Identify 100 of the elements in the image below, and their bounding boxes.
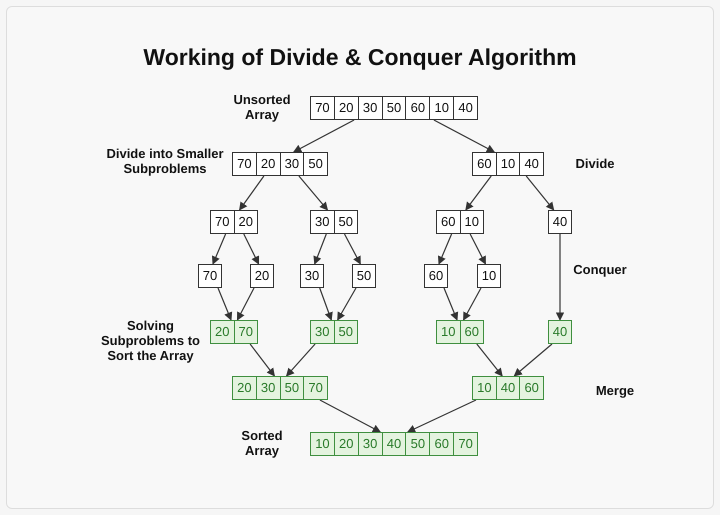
array-value: 70 (453, 433, 478, 455)
array-value: 50 (382, 97, 406, 119)
arrow (438, 234, 452, 265)
array-value: 30 (280, 153, 304, 175)
array-value: 60 (440, 213, 456, 232)
arrow (406, 399, 476, 433)
array-box (472, 152, 544, 176)
array-value: 70 (236, 155, 253, 174)
array-value: 30 (256, 377, 280, 399)
array-value: 20 (254, 267, 270, 286)
step-label: Divide into Smaller Subproblems (105, 146, 225, 176)
arrow (313, 234, 327, 265)
array-value: 10 (476, 379, 493, 398)
array-value: 10 (460, 211, 483, 233)
array-box (310, 96, 478, 120)
arrow (462, 288, 482, 321)
array-value: 40 (519, 153, 544, 175)
arrow (470, 234, 486, 265)
array-value: 30 (314, 323, 330, 342)
array-value: 30 (358, 433, 382, 455)
arrow (344, 234, 361, 265)
array-value: 50 (356, 267, 372, 286)
array-value: 50 (405, 433, 430, 455)
array-value: 60 (476, 155, 493, 174)
arrow (292, 119, 354, 153)
arrow (286, 344, 316, 377)
array-box (548, 210, 572, 234)
arrow (217, 288, 232, 321)
arrow (526, 176, 554, 211)
step-label: Conquer (572, 262, 628, 277)
array-box (210, 210, 258, 234)
array-box (424, 264, 448, 288)
step-label: Solving Subproblems to Sort the Array (100, 318, 201, 363)
array-box (436, 210, 484, 234)
array-value: 40 (496, 377, 520, 399)
array-value: 50 (334, 211, 357, 233)
arrow (434, 119, 496, 153)
array-box (310, 432, 478, 456)
array-box (472, 376, 544, 400)
array-value: 30 (314, 213, 330, 232)
step-label: Divide (574, 156, 616, 171)
array-value: 10 (440, 323, 456, 342)
array-value: 70 (314, 99, 331, 118)
array-value: 60 (519, 377, 544, 399)
array-value: 20 (236, 379, 253, 398)
array-value: 20 (214, 323, 230, 342)
array-box (310, 320, 358, 344)
array-box (232, 152, 328, 176)
array-label: Unsorted Array (232, 92, 292, 122)
arrow (243, 234, 260, 265)
array-value: 70 (214, 213, 230, 232)
array-value: 40 (552, 323, 568, 342)
array-value: 20 (256, 153, 280, 175)
array-value: 20 (334, 97, 358, 119)
arrow (443, 288, 458, 321)
array-value: 60 (405, 97, 430, 119)
array-value: 60 (428, 267, 444, 286)
array-box (250, 264, 274, 288)
array-box (232, 376, 328, 400)
arrow (298, 176, 328, 211)
arrow (465, 176, 492, 211)
arrow (236, 288, 255, 321)
array-box (300, 264, 324, 288)
arrow (319, 288, 333, 321)
array-value: 10 (314, 435, 331, 454)
array-value: 50 (303, 153, 327, 175)
arrow (212, 234, 226, 265)
array-value: 40 (552, 213, 568, 232)
arrow (476, 344, 503, 377)
array-value: 70 (202, 267, 218, 286)
array-value: 50 (280, 377, 304, 399)
array-value: 10 (496, 153, 520, 175)
array-box (210, 320, 258, 344)
array-box (436, 320, 484, 344)
arrow (250, 344, 275, 377)
array-value: 20 (234, 211, 257, 233)
array-value: 50 (334, 321, 357, 343)
array-value: 60 (429, 433, 454, 455)
array-value: 40 (382, 433, 406, 455)
title: Working of Divide & Conquer Algorithm (142, 43, 578, 72)
array-value: 30 (304, 267, 320, 286)
array-value: 10 (429, 97, 454, 119)
array-label: Sorted Array (240, 428, 284, 458)
array-value: 10 (480, 267, 498, 286)
array-value: 70 (303, 377, 327, 399)
array-value: 30 (358, 97, 382, 119)
array-value: 70 (234, 321, 257, 343)
arrow (320, 399, 382, 433)
array-box (198, 264, 222, 288)
arrow (556, 234, 564, 321)
array-value: 40 (453, 97, 478, 119)
array-box (548, 320, 572, 344)
arrow (337, 288, 357, 321)
step-label: Merge (594, 383, 636, 398)
arrow (239, 176, 264, 211)
array-box (310, 210, 358, 234)
array-box (477, 264, 501, 288)
array-value: 20 (334, 433, 358, 455)
array-box (352, 264, 376, 288)
array-value: 60 (460, 321, 483, 343)
